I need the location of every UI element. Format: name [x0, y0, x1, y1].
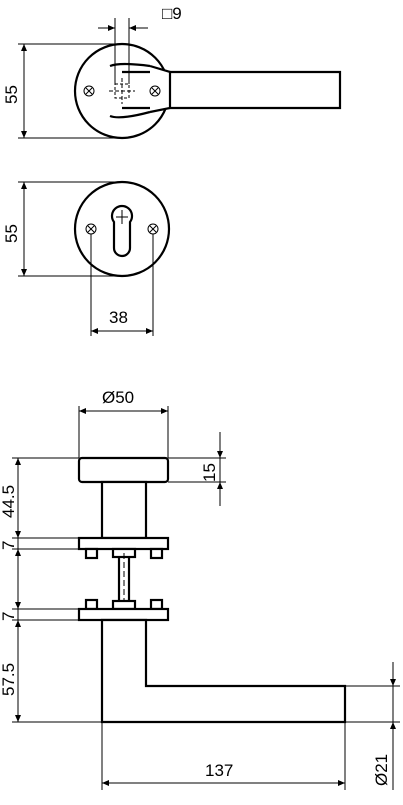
- dimension-knob-diameter: Ø50: [78, 388, 169, 458]
- dimension-lever-diameter: Ø21: [345, 662, 400, 790]
- dimension-square-spindle: □9: [98, 4, 182, 84]
- dimension-rose-height: 55: [2, 43, 118, 139]
- dimension-label: Ø50: [102, 388, 134, 407]
- dimension-label: Ø21: [372, 754, 391, 786]
- round-escutcheon: [73, 180, 171, 278]
- dimension-label: 44.5: [0, 485, 18, 518]
- dimension-label: 55: [2, 85, 21, 104]
- side-elevation: [77, 456, 347, 724]
- dimension-label: 7: [0, 541, 18, 550]
- lever-handle: [100, 618, 347, 724]
- dimension-label: 57.5: [0, 663, 18, 696]
- screw-icon: [149, 85, 161, 97]
- dimension-label: 137: [205, 761, 233, 780]
- dimension-label: 38: [109, 308, 128, 327]
- lever-rose-front-view: [73, 42, 342, 140]
- dimension-left-chain: 44.5 7 7 57.5: [0, 457, 102, 723]
- dimension-label: 7: [0, 612, 18, 621]
- escutcheon-front-view: [73, 180, 171, 278]
- screw-icon: [83, 85, 95, 97]
- knob: [77, 456, 170, 484]
- dimension-label: □9: [162, 4, 182, 23]
- knob-neck: [100, 480, 148, 540]
- dimension-lever-length: 137: [101, 722, 346, 790]
- dimension-label: 15: [200, 463, 219, 482]
- lower-rose: [77, 607, 170, 622]
- cylinder-cutout: [110, 204, 134, 258]
- lever-arm: [150, 70, 342, 110]
- dimension-escutcheon-height: 55: [2, 181, 118, 277]
- dimension-cylinder-width: 38: [90, 234, 154, 336]
- dimension-label: 55: [2, 224, 21, 243]
- upper-rose: [77, 536, 170, 551]
- dimension-knob-thickness: 15: [168, 432, 226, 506]
